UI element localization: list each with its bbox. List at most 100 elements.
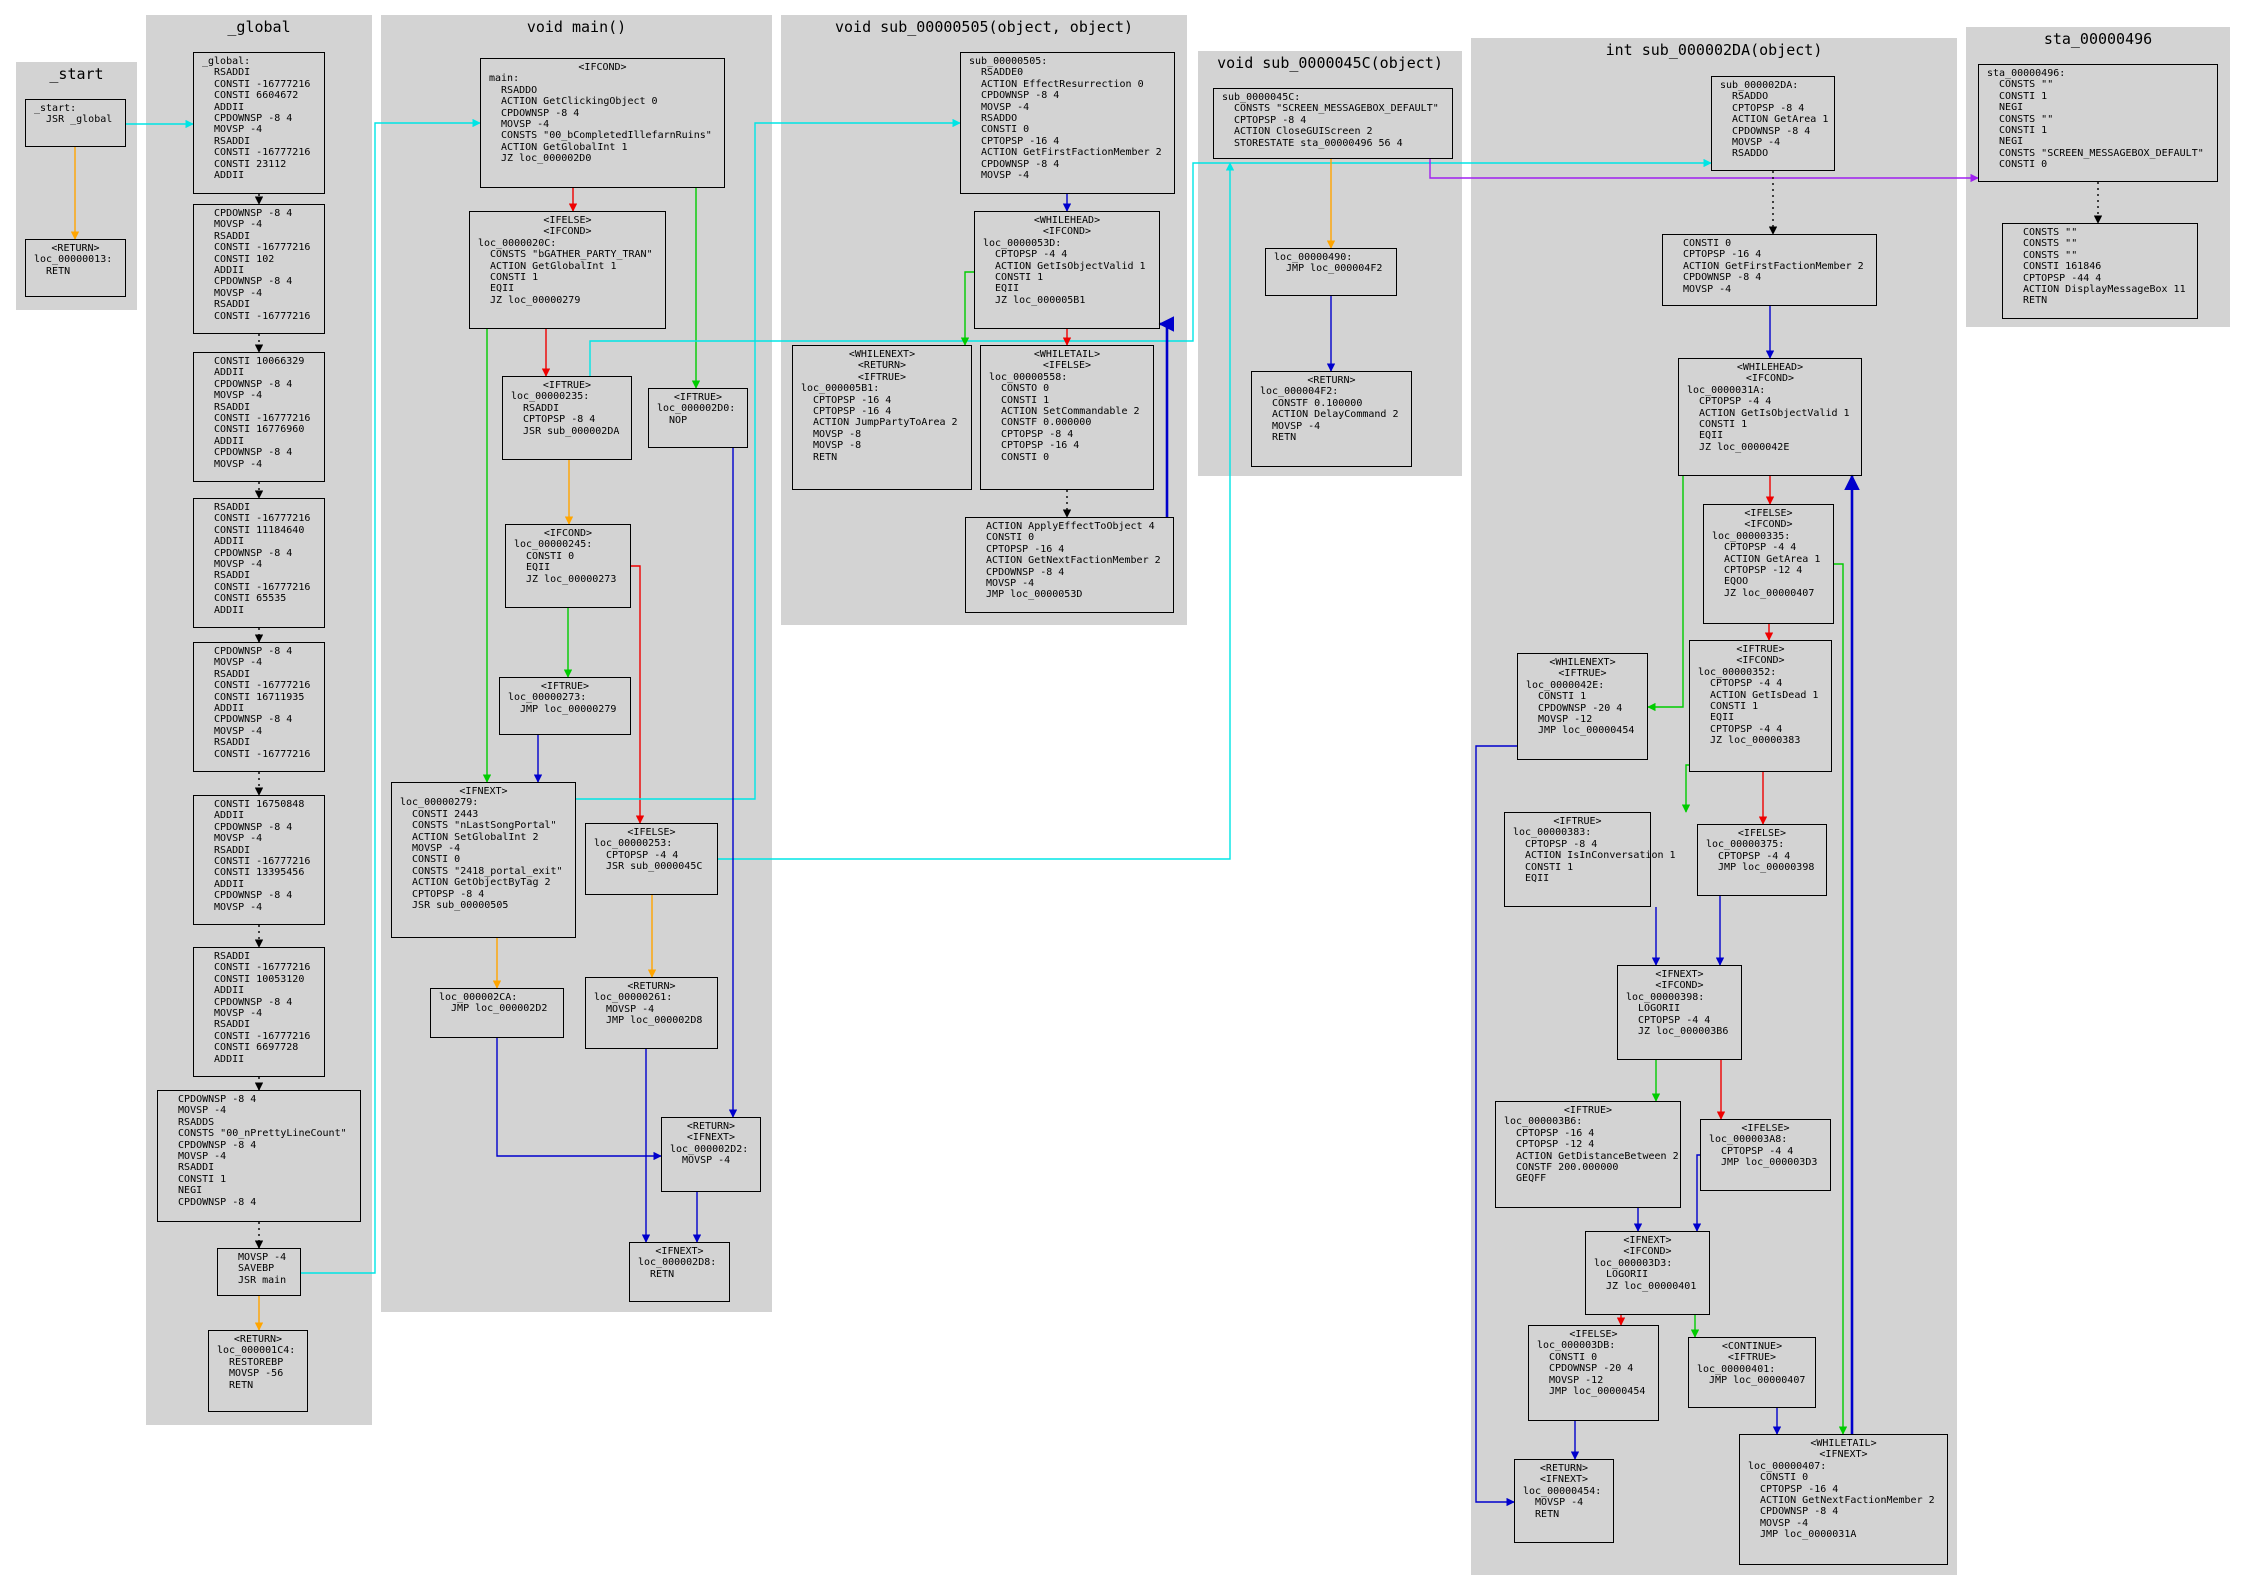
block-sub-00000505[interactable]: sub_00000505: RSADDE0 ACTION EffectResur… <box>960 52 1175 194</box>
block-tags: <IFELSE> <box>1737 828 1787 839</box>
block-tags: <RETURN> <IFNEXT> <box>686 1121 736 1144</box>
block-loc-00000401[interactable]: <CONTINUE> <IFTRUE>loc_00000401: JMP loc… <box>1688 1337 1816 1408</box>
block-start-return[interactable]: <RETURN>loc_00000013: RETN <box>25 239 126 297</box>
block-loc-00000279[interactable]: <IFNEXT>loc_00000279: CONSTI 2443 CONSTS… <box>391 782 576 938</box>
block-tags: <IFTRUE> <IFCOND> <box>1736 644 1785 667</box>
block-tags: <WHILETAIL> <IFNEXT> <box>1810 1438 1877 1461</box>
block-code: loc_00000383: CPTOPSP -8 4 ACTION IsInCo… <box>1513 827 1676 885</box>
block-loc-00000273[interactable]: <IFTRUE>loc_00000273: JMP loc_00000279 <box>499 677 631 735</box>
block-loc-000002d2[interactable]: <RETURN> <IFNEXT>loc_000002D2: MOVSP -4 <box>661 1117 761 1192</box>
block-tags: <IFELSE> <IFCOND> <box>1744 508 1793 531</box>
block-code: CONSTI 16750848 ADDII CPDOWNSP -8 4 MOVS… <box>214 799 311 913</box>
block-loc-00000253[interactable]: <IFELSE>loc_00000253: CPTOPSP -4 4 JSR s… <box>585 823 718 895</box>
block-loc-00000490[interactable]: loc_00000490: JMP loc_000004F2 <box>1265 248 1397 296</box>
block-loc-00000261[interactable]: <RETURN>loc_00000261: MOVSP -4 JMP loc_0… <box>585 977 718 1049</box>
block-loc-000003d3[interactable]: <IFNEXT> <IFCOND>loc_000003D3: LOGORII J… <box>1585 1231 1710 1315</box>
block-code: CONSTS "" CONSTS "" CONSTS "" CONSTI 161… <box>2023 227 2186 307</box>
block-sta-00000496[interactable]: sta_00000496: CONSTS "" CONSTI 1 NEGI CO… <box>1978 64 2218 182</box>
block-loc-00000558[interactable]: <WHILETAIL> <IFELSE>loc_00000558: CONSTO… <box>980 345 1154 490</box>
block-global-3[interactable]: CONSTI 10066329 ADDII CPDOWNSP -8 4 MOVS… <box>193 352 325 482</box>
block-loc-000002ca[interactable]: loc_000002CA: JMP loc_000002D2 <box>430 988 564 1038</box>
block-global-call-main[interactable]: MOVSP -4 SAVEBP JSR main <box>217 1248 301 1296</box>
block-code: CPDOWNSP -8 4 MOVSP -4 RSADDI CONSTI -16… <box>214 208 311 322</box>
block-tags: <IFTRUE> <box>1553 816 1602 827</box>
block-tags: <IFELSE> <IFCOND> <box>543 215 592 238</box>
block-code: sub_0000045C: CONSTS "SCREEN_MESSAGEBOX_… <box>1222 92 1439 149</box>
block-loc-00000383[interactable]: <IFTRUE>loc_00000383: CPTOPSP -8 4 ACTIO… <box>1504 812 1676 907</box>
block-loc-000004f2[interactable]: <RETURN>loc_000004F2: CONSTF 0.100000 AC… <box>1251 371 1412 467</box>
block-tags: <IFTRUE> <box>542 380 592 391</box>
block-global-5[interactable]: CPDOWNSP -8 4 MOVSP -4 RSADDI CONSTI -16… <box>193 642 325 772</box>
block-code: RSADDI CONSTI -16777216 CONSTI 11184640 … <box>214 502 311 616</box>
block-code: loc_00000352: CPTOPSP -4 4 ACTION GetIsD… <box>1698 666 1819 747</box>
block-tags: <IFNEXT> <box>459 786 508 797</box>
block-loc-000003a8[interactable]: <IFELSE>loc_000003A8: CPTOPSP -4 4 JMP l… <box>1700 1119 1831 1191</box>
block-code: loc_0000031A: CPTOPSP -4 4 ACTION GetIsO… <box>1687 384 1850 453</box>
block-code: loc_00000490: JMP loc_000004F2 <box>1274 252 1383 275</box>
block-apply-effect[interactable]: ACTION ApplyEffectToObject 4 CONSTI 0 CP… <box>965 517 1174 613</box>
block-sub-0000045c[interactable]: sub_0000045C: CONSTS "SCREEN_MESSAGEBOX_… <box>1213 88 1453 159</box>
block-loc-00000235[interactable]: <IFTRUE>loc_00000235: RSADDI CPTOPSP -8 … <box>502 376 632 460</box>
block-tags: <IFTRUE> <box>1563 1105 1613 1116</box>
block-tags: <IFELSE> <box>1741 1123 1790 1134</box>
block-loc-00000454[interactable]: <RETURN> <IFNEXT>loc_00000454: MOVSP -4 … <box>1514 1459 1614 1543</box>
cluster-title: _start <box>49 65 104 83</box>
block-global-8[interactable]: CPDOWNSP -8 4 MOVSP -4 RSADDS CONSTS "00… <box>157 1090 361 1222</box>
block-first-faction-member[interactable]: CONSTI 0 CPTOPSP -16 4 ACTION GetFirstFa… <box>1662 234 1877 306</box>
block-tags: <CONTINUE> <IFTRUE> <box>1721 1341 1783 1364</box>
block-start[interactable]: _start: JSR _global <box>25 99 126 147</box>
block-tags: <WHILENEXT> <IFTRUE> <box>1549 657 1616 680</box>
block-code: loc_000003A8: CPTOPSP -4 4 JMP loc_00000… <box>1709 1134 1818 1169</box>
block-tags: <IFCOND> <box>578 62 627 73</box>
block-tags: <WHILEHEAD> <IFCOND> <box>1736 362 1804 385</box>
block-loc-000003db[interactable]: <IFELSE>loc_000003DB: CONSTI 0 CPDOWNSP … <box>1528 1325 1659 1421</box>
block-loc-00000407[interactable]: <WHILETAIL> <IFNEXT>loc_00000407: CONSTI… <box>1739 1434 1948 1565</box>
cluster-sta-00000496: sta_00000496 <box>1966 27 2230 327</box>
block-tags: <IFCOND> <box>543 528 593 539</box>
block-loc-0000020c[interactable]: <IFELSE> <IFCOND>loc_0000020C: CONSTS "b… <box>469 211 666 329</box>
block-tags: <IFTRUE> <box>673 392 723 403</box>
block-loc-00000375[interactable]: <IFELSE>loc_00000375: CPTOPSP -4 4 JMP l… <box>1697 824 1827 896</box>
block-code: loc_000003D3: LOGORII JZ loc_00000401 <box>1594 1257 1697 1292</box>
block-loc-00000335[interactable]: <IFELSE> <IFCOND>loc_00000335: CPTOPSP -… <box>1703 504 1834 624</box>
cluster-start: _start <box>16 62 137 310</box>
block-display-messagebox[interactable]: CONSTS "" CONSTS "" CONSTS "" CONSTI 161… <box>2002 223 2198 319</box>
block-code: CPDOWNSP -8 4 MOVSP -4 RSADDS CONSTS "00… <box>178 1094 347 1208</box>
cluster-title: void sub_0000045C(object) <box>1217 54 1443 72</box>
block-global-return[interactable]: <RETURN>loc_000001C4: RESTOREBP MOVSP -5… <box>208 1330 308 1412</box>
block-loc-000002d8[interactable]: <IFNEXT>loc_000002D8: RETN <box>629 1242 730 1302</box>
block-loc-000002d0[interactable]: <IFTRUE>loc_000002D0: NOP <box>648 388 748 448</box>
block-code: loc_000002D0: NOP <box>657 403 736 426</box>
block-global-7[interactable]: RSADDI CONSTI -16777216 CONSTI 10053120 … <box>193 947 325 1077</box>
block-loc-0000031a[interactable]: <WHILEHEAD> <IFCOND>loc_0000031A: CPTOPS… <box>1678 358 1862 476</box>
block-tags: <RETURN> <box>1307 375 1356 386</box>
block-code: sub_000002DA: RSADDO CPTOPSP -8 4 ACTION… <box>1720 80 1829 160</box>
block-code: _start: JSR _global <box>34 103 113 126</box>
block-loc-0000042e[interactable]: <WHILENEXT> <IFTRUE>loc_0000042E: CONSTI… <box>1517 653 1648 760</box>
block-code: loc_00000558: CONSTO 0 CONSTI 1 ACTION S… <box>989 371 1140 463</box>
block-code: loc_00000401: JMP loc_00000407 <box>1697 1363 1806 1387</box>
block-code: sta_00000496: CONSTS "" CONSTI 1 NEGI CO… <box>1987 68 2204 171</box>
block-global-4[interactable]: RSADDI CONSTI -16777216 CONSTI 11184640 … <box>193 498 325 628</box>
cluster-title: sta_00000496 <box>2043 30 2153 48</box>
block-loc-000003b6[interactable]: <IFTRUE>loc_000003B6: CPTOPSP -16 4 CPTO… <box>1495 1101 1681 1208</box>
block-code: CONSTI 10066329 ADDII CPDOWNSP -8 4 MOVS… <box>214 356 311 470</box>
block-code: loc_00000407: CONSTI 0 CPTOPSP -16 4 ACT… <box>1748 1460 1935 1541</box>
block-sub-000002da[interactable]: sub_000002DA: RSADDO CPTOPSP -8 4 ACTION… <box>1711 76 1835 171</box>
block-tags: <IFNEXT> <box>655 1246 704 1257</box>
block-global-2[interactable]: CPDOWNSP -8 4 MOVSP -4 RSADDI CONSTI -16… <box>193 204 325 334</box>
block-loc-00000352[interactable]: <IFTRUE> <IFCOND>loc_00000352: CPTOPSP -… <box>1689 640 1832 772</box>
block-code: main: RSADDO ACTION GetClickingObject 0 … <box>489 73 712 165</box>
block-loc-00000398[interactable]: <IFNEXT> <IFCOND>loc_00000398: LOGORII C… <box>1617 965 1742 1060</box>
block-loc-0000053d[interactable]: <WHILEHEAD> <IFCOND>loc_0000053D: CPTOPS… <box>974 211 1160 329</box>
block-code: loc_00000245: CONSTI 0 EQII JZ loc_00000… <box>514 539 617 585</box>
block-tags: <WHILENEXT> <RETURN> <IFTRUE> <box>848 349 916 383</box>
block-global-6[interactable]: CONSTI 16750848 ADDII CPDOWNSP -8 4 MOVS… <box>193 795 325 925</box>
block-code: loc_000002D8: RETN <box>638 1257 717 1280</box>
block-loc-00000245[interactable]: <IFCOND>loc_00000245: CONSTI 0 EQII JZ l… <box>505 524 631 608</box>
cluster-title: void sub_00000505(object, object) <box>834 18 1133 36</box>
block-global[interactable]: _global: RSADDI CONSTI -16777216 CONSTI … <box>193 52 325 194</box>
block-loc-000005b1[interactable]: <WHILENEXT> <RETURN> <IFTRUE>loc_000005B… <box>792 345 972 490</box>
block-tags: <WHILETAIL> <IFELSE> <box>1033 349 1101 372</box>
block-main[interactable]: <IFCOND>main: RSADDO ACTION GetClickingO… <box>480 58 725 188</box>
